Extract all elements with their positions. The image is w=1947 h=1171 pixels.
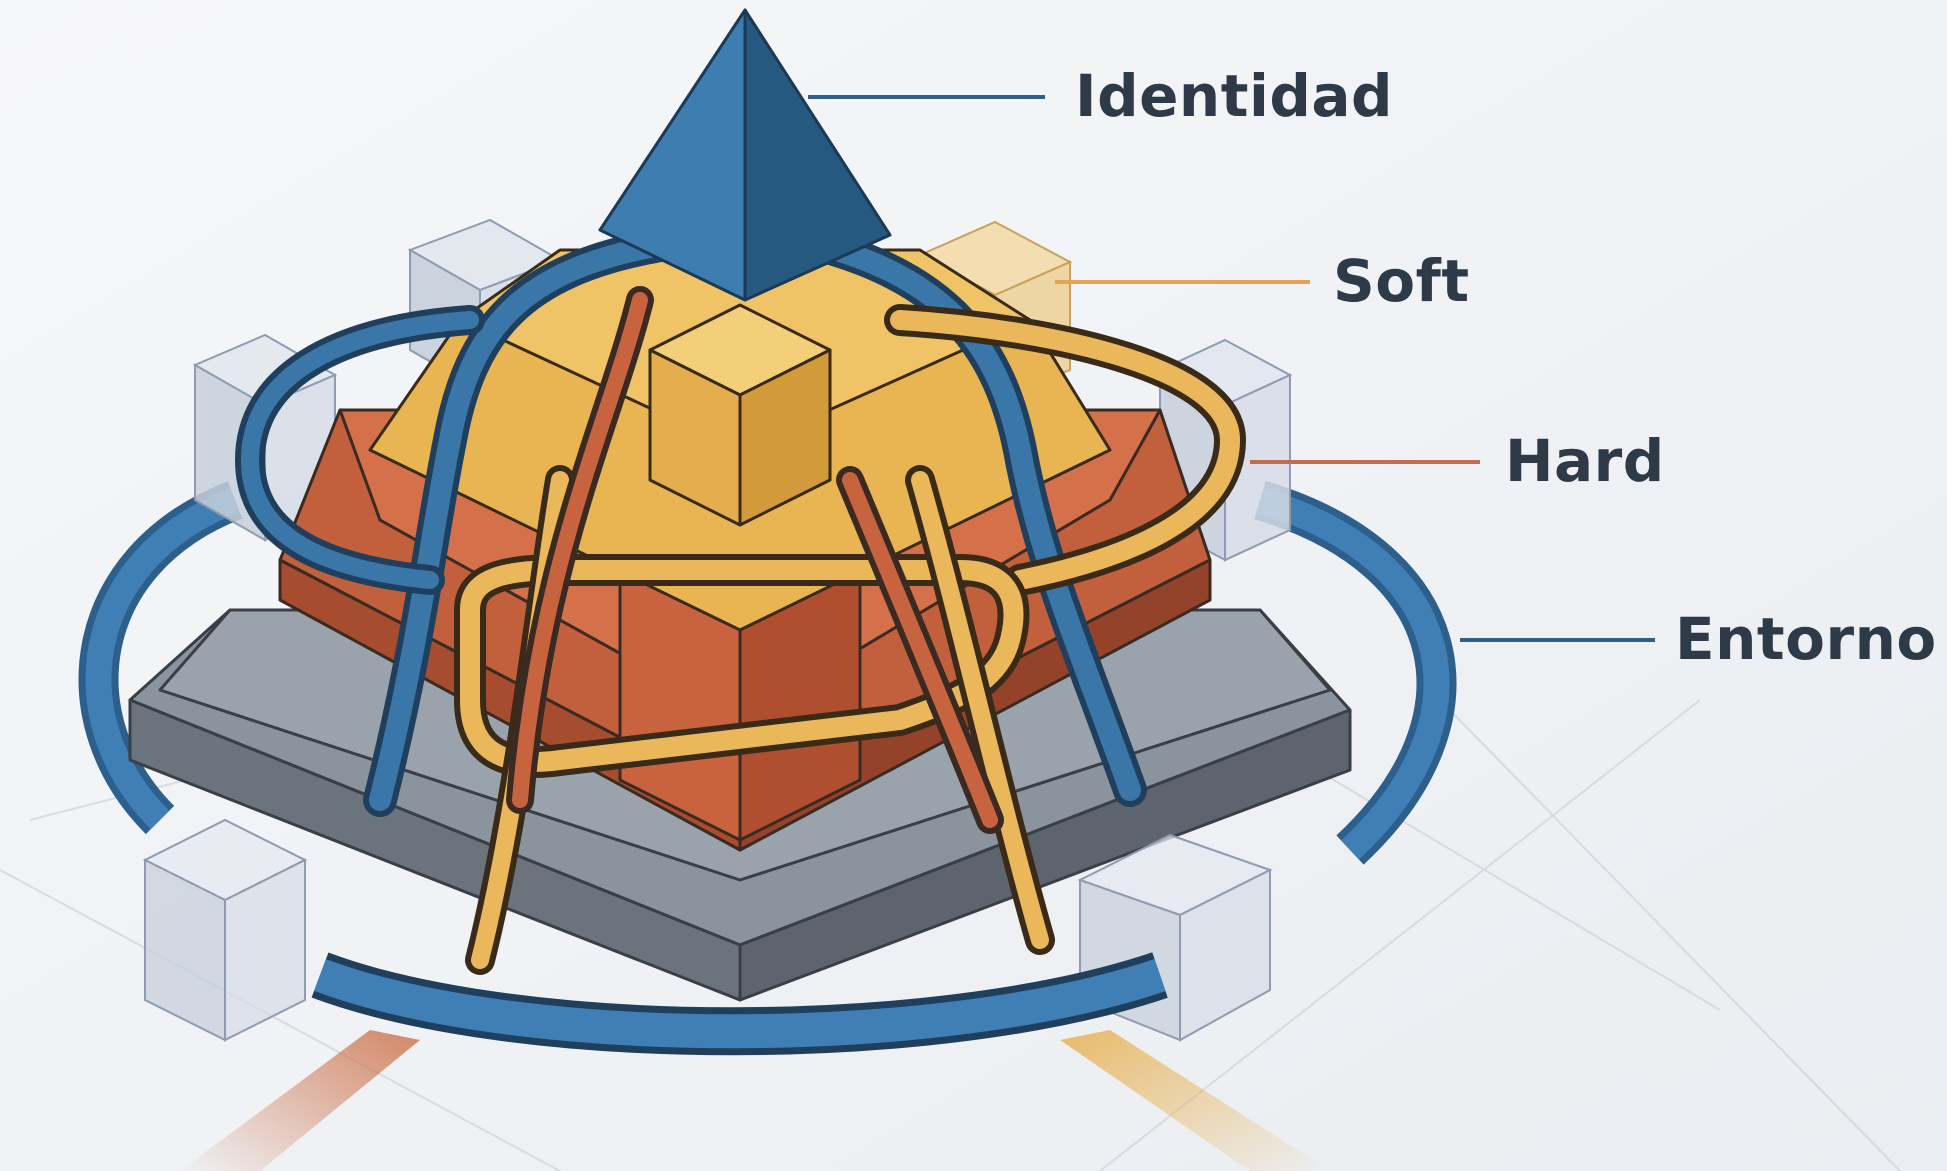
- soft-label: Soft: [1333, 247, 1470, 315]
- entorno-label: Entorno: [1675, 605, 1937, 673]
- hard-orange-cables: [506, 286, 1004, 834]
- identidad-label: Identidad: [1075, 62, 1394, 130]
- orange-light-beam: [180, 1030, 420, 1171]
- identity-blue-cables: [235, 228, 1147, 817]
- soft-central-column: [648, 303, 832, 527]
- gold-light-beam: [1060, 1030, 1330, 1171]
- hard-label: Hard: [1505, 427, 1665, 495]
- identity-pyramid: [598, 8, 892, 302]
- glass-cube-front-left: [142, 818, 308, 1042]
